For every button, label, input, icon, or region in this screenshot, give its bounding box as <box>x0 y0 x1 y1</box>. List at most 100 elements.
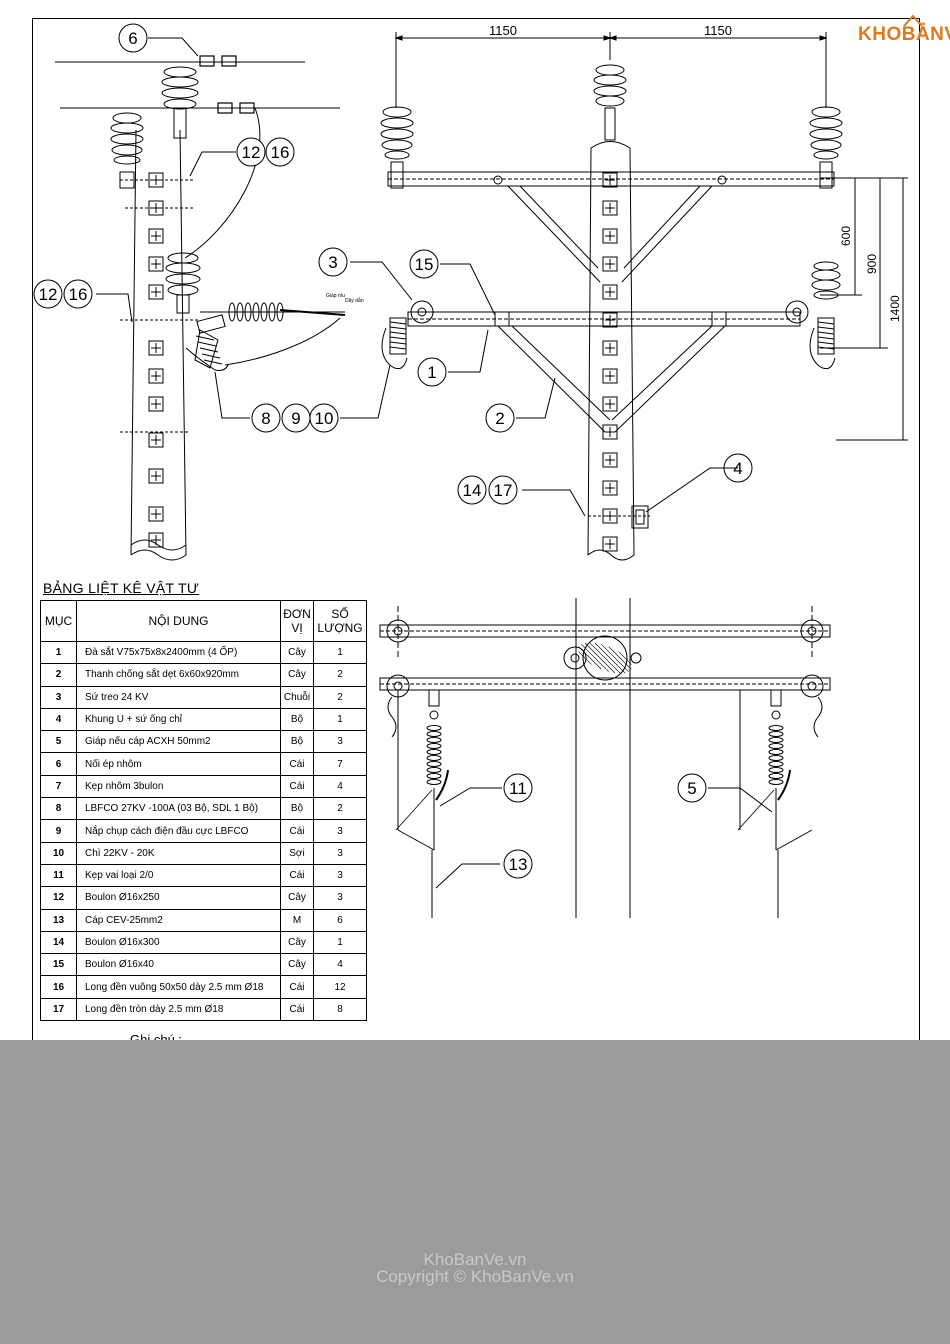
callout-12: 12 <box>33 279 63 309</box>
dim-1150-right: 1150 <box>704 23 732 38</box>
top-insulator <box>161 61 199 139</box>
cell-soluong: 1 <box>313 930 367 955</box>
cell-donvi: Cây <box>280 640 314 665</box>
header-soluong: SỐ LƯỢNG <box>313 600 367 642</box>
plan-view <box>379 598 831 918</box>
cell-muc: 4 <box>40 707 77 732</box>
cell-muc: 15 <box>40 953 77 977</box>
cell-soluong: 3 <box>313 886 367 910</box>
cell-donvi: Cái <box>280 752 314 776</box>
callout-16: 16 <box>265 137 295 167</box>
mid-insulator <box>165 252 201 314</box>
label-day-dan: Dây dẫn <box>345 297 364 304</box>
cell-soluong: 6 <box>313 908 367 932</box>
cell-noidung: Kẹp nhôm 3bulon <box>76 774 281 799</box>
callout-3: 3 <box>318 247 348 277</box>
cell-soluong: 4 <box>313 774 367 799</box>
label-giap-niu: Giáp níu <box>326 293 345 299</box>
cell-noidung: Boulon Ø16x300 <box>76 930 281 955</box>
roof-icon <box>903 14 923 27</box>
cell-soluong: 2 <box>313 685 367 709</box>
callout-17: 17 <box>488 475 518 505</box>
cell-muc: 5 <box>40 730 77 754</box>
dim-900: 900 <box>865 254 879 274</box>
cell-donvi: Cái <box>280 863 314 888</box>
cell-soluong: 12 <box>313 975 367 999</box>
cell-muc: 6 <box>40 752 77 776</box>
callout-6: 6 <box>118 23 148 53</box>
callout-number: 13 <box>509 855 528 874</box>
cell-soluong: 4 <box>313 953 367 977</box>
callout-number: 14 <box>463 481 482 500</box>
cell-noidung: Nắp chụp cách điện đầu cực LBFCO <box>76 819 281 843</box>
callout-number: 9 <box>291 409 300 428</box>
cell-noidung: Long đền vuông 50x50 dày 2.5 mm Ø18 <box>76 975 281 999</box>
callout-number: 8 <box>261 409 270 428</box>
callout-13: 13 <box>503 849 533 879</box>
callout-number: 5 <box>687 779 696 798</box>
cell-muc: 9 <box>40 819 77 843</box>
cell-donvi: Bộ <box>280 730 314 754</box>
cell-noidung: Khung U + sứ ống chỉ <box>76 707 281 732</box>
cell-muc: 12 <box>40 886 77 910</box>
cell-muc: 7 <box>40 774 77 799</box>
cell-soluong: 3 <box>313 863 367 888</box>
cell-noidung: Đà sắt V75x75x8x2400mm (4 ỐP) <box>76 640 281 665</box>
cell-noidung: Kẹp vai loại 2/0 <box>76 863 281 888</box>
cell-donvi: M <box>280 908 314 932</box>
cell-muc: 14 <box>40 930 77 955</box>
table-title: BẢNG LIỆT KÊ VẬT TƯ <box>43 580 200 596</box>
cell-muc: 1 <box>40 640 77 665</box>
cell-noidung: Cáp CEV-25mm2 <box>76 908 281 932</box>
cell-soluong: 3 <box>313 841 367 865</box>
callout-14: 14 <box>457 475 487 505</box>
callout-number: 12 <box>242 143 261 162</box>
cell-soluong: 1 <box>313 707 367 732</box>
side-view: Giáp níu Dây dẫn <box>55 55 364 561</box>
cell-donvi: Bộ <box>280 707 314 732</box>
strain-insulator <box>200 302 346 322</box>
cell-donvi: Bộ <box>280 797 314 821</box>
header-donvi: ĐƠN VỊ <box>280 600 314 642</box>
callout-number: 6 <box>128 29 137 48</box>
cell-muc: 11 <box>40 863 77 888</box>
watermark-site: KhoBanVe.vn <box>423 1250 527 1269</box>
callout-9: 9 <box>281 403 311 433</box>
cell-muc: 10 <box>40 841 77 865</box>
cell-noidung: Boulon Ø16x40 <box>76 953 281 977</box>
cell-donvi: Cái <box>280 774 314 799</box>
dim-600: 600 <box>839 226 853 246</box>
callout-number: 16 <box>69 285 88 304</box>
left-insulator <box>110 112 144 189</box>
cell-donvi: Cây <box>280 886 314 910</box>
cell-muc: 8 <box>40 797 77 821</box>
cell-soluong: 2 <box>313 663 367 687</box>
callout-number: 16 <box>271 143 290 162</box>
cell-muc: 17 <box>40 997 77 1022</box>
header-noidung: NỘI DUNG <box>76 600 281 642</box>
grey-overlay <box>0 1040 950 1344</box>
leader-lines <box>96 37 773 889</box>
cell-soluong: 1 <box>313 640 367 665</box>
watermark-copyright: Copyright © KhoBanVe.vn <box>376 1267 574 1286</box>
callout-1: 1 <box>417 357 447 387</box>
callout-number: 2 <box>495 409 504 428</box>
cell-noidung: Boulon Ø16x250 <box>76 886 281 910</box>
callout-number: 15 <box>415 255 434 274</box>
cell-noidung: Long đền tròn dày 2.5 mm Ø18 <box>76 997 281 1022</box>
khobanve-logo: KHOBẢNVẼ <box>858 14 950 46</box>
cell-donvi: Cây <box>280 953 314 977</box>
cell-noidung: Giáp nếu cáp ACXH 50mm2 <box>76 730 281 754</box>
dim-1400: 1400 <box>888 295 902 322</box>
